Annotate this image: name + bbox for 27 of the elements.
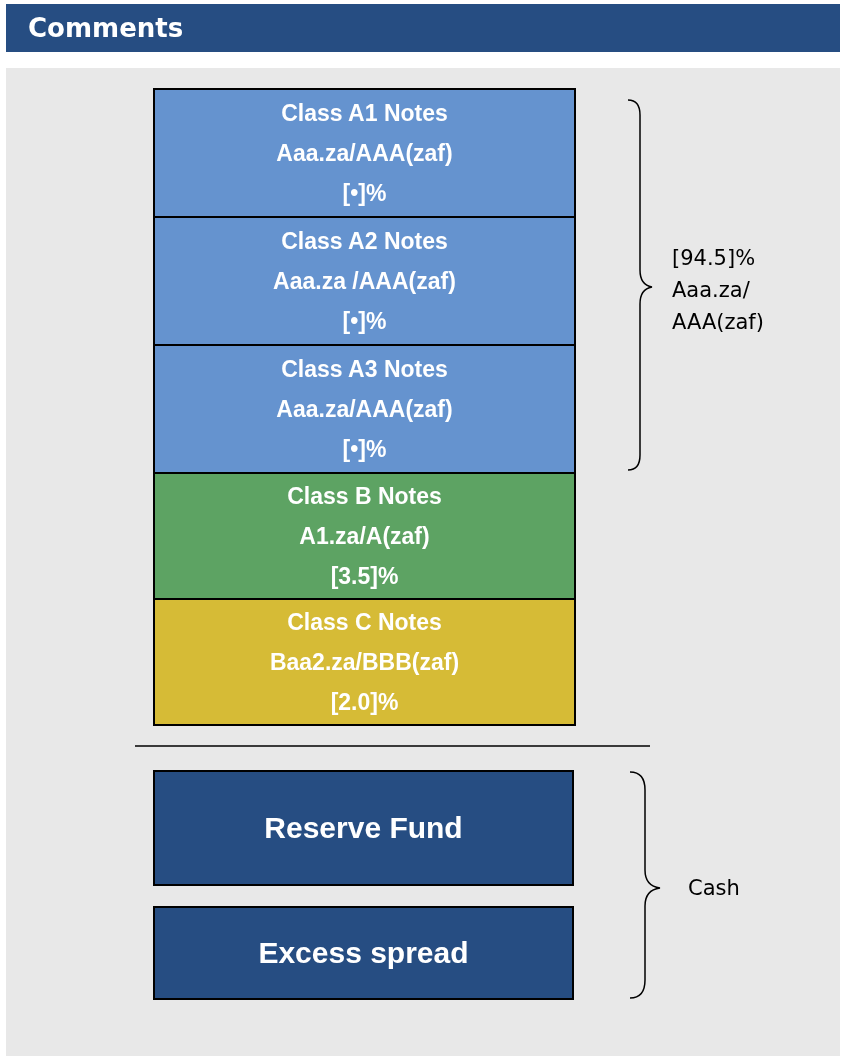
tranche-name: Class B Notes xyxy=(287,482,442,511)
percentage-text: [•]% xyxy=(342,307,387,336)
cash-box xyxy=(153,770,574,886)
rating-text: Baa2.za/BBB(zaf) xyxy=(269,648,460,677)
percentage-text: [2.0]% xyxy=(330,688,399,717)
percentage-text: [•]% xyxy=(342,435,387,464)
tranche-name: Class A1 Notes xyxy=(281,99,448,128)
rating-text: Aaa.za/AAA(zaf) xyxy=(276,139,453,168)
rating-text: Aaa.za/AAA(zaf) xyxy=(276,395,453,424)
tranche-box xyxy=(153,216,576,346)
bracket-label: Cash xyxy=(688,875,741,902)
percentage-text: [3.5]% xyxy=(330,562,399,591)
tranche-box xyxy=(153,88,576,218)
box-label: Excess spread xyxy=(258,935,469,971)
tranche-name: Class A3 Notes xyxy=(281,355,448,384)
bracket-label: [94.5]% Aaa.za/ AAA(zaf) xyxy=(672,245,765,336)
tranche-box xyxy=(153,472,576,600)
tranche-box xyxy=(153,344,576,474)
title: Comments xyxy=(28,13,184,43)
rating-text: A1.za/A(zaf) xyxy=(299,522,430,551)
tranche-box xyxy=(153,598,576,726)
cash-box xyxy=(153,906,574,1000)
tranche-name: Class C Notes xyxy=(287,608,442,637)
box-label: Reserve Fund xyxy=(264,810,463,846)
percentage-text: [•]% xyxy=(342,179,387,208)
tranche-name: Class A2 Notes xyxy=(281,227,448,256)
rating-text: Aaa.za /AAA(zaf) xyxy=(273,267,456,296)
